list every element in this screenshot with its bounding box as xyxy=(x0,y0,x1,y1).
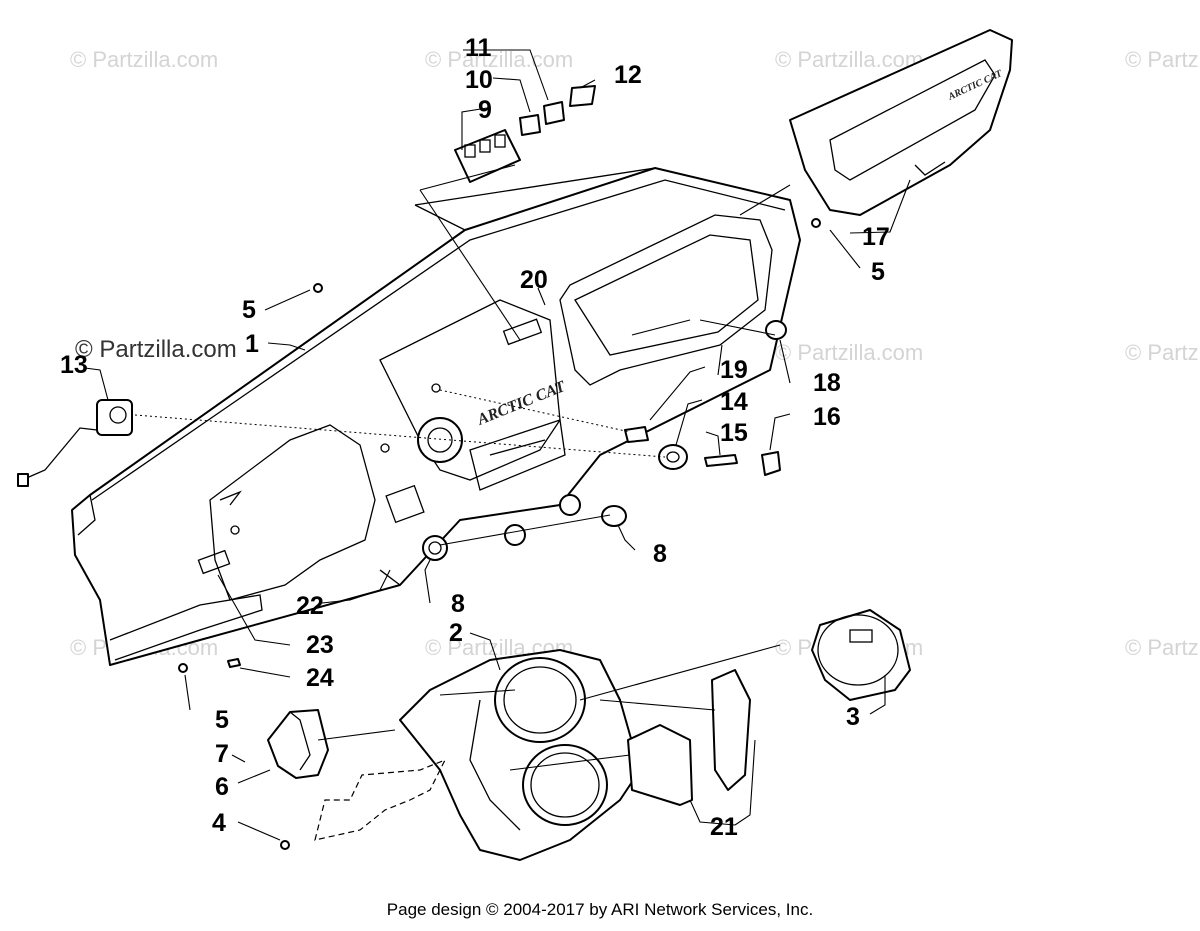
watermark: © Partzilla.com xyxy=(775,340,923,365)
callout-8: 8 xyxy=(653,540,667,568)
small-parts xyxy=(178,218,821,850)
callout-5: 5 xyxy=(242,296,256,324)
watermark: © Partzilla.com xyxy=(70,47,218,72)
callout-1: 1 xyxy=(245,330,259,358)
switch-block xyxy=(454,85,596,183)
callout-19: 19 xyxy=(720,356,748,384)
decals xyxy=(627,669,751,806)
gauge-bezel xyxy=(399,649,641,861)
callout-24: 24 xyxy=(306,664,334,692)
callout-18: 18 xyxy=(813,369,841,397)
callout-12: 12 xyxy=(614,61,642,89)
callout-22: 22 xyxy=(296,592,324,620)
speedometer xyxy=(811,609,911,701)
callout-5: 5 xyxy=(871,258,885,286)
callout-7: 7 xyxy=(215,740,229,768)
callout-5: 5 xyxy=(215,706,229,734)
watermark: © Partzilla.com xyxy=(775,47,923,72)
callout-2: 2 xyxy=(449,619,463,647)
callout-3: 3 xyxy=(846,703,860,731)
callout-13: 13 xyxy=(60,351,88,379)
leader-lines xyxy=(84,49,911,841)
watermark: © Partzilla.com xyxy=(1125,340,1200,365)
callout-10: 10 xyxy=(465,66,493,94)
callout-15: 15 xyxy=(720,419,748,447)
callout-11: 11 xyxy=(465,34,492,62)
callouts: 1 2 3 4 5 5 5 6 7 8 8 9 10 11 12 13 14 1… xyxy=(60,34,890,841)
watermark: © Partzilla.com xyxy=(425,47,573,72)
callout-14: 14 xyxy=(720,388,748,416)
callout-16: 16 xyxy=(813,403,841,431)
watermark: © Partzilla.com xyxy=(1125,635,1200,660)
ignition-switch xyxy=(17,399,133,487)
callout-9: 9 xyxy=(478,96,492,124)
callout-21: 21 xyxy=(710,813,738,841)
callout-20: 20 xyxy=(520,266,548,294)
dash-panel: ARCTIC CAT xyxy=(71,167,801,666)
callout-23: 23 xyxy=(306,631,334,659)
watermark-prominent: © Partzilla.com xyxy=(75,336,237,363)
callout-4: 4 xyxy=(212,809,226,837)
callout-17: 17 xyxy=(862,223,890,251)
callout-8: 8 xyxy=(451,590,465,618)
footer-copyright: Page design © 2004-2017 by ARI Network S… xyxy=(386,900,814,919)
callout-6: 6 xyxy=(215,773,229,801)
cup-holder xyxy=(267,709,329,779)
watermark: © Partzilla.com xyxy=(1125,47,1200,72)
mounting-bracket xyxy=(314,758,447,841)
visor-cover: ARCTIC CAT xyxy=(789,29,1013,216)
